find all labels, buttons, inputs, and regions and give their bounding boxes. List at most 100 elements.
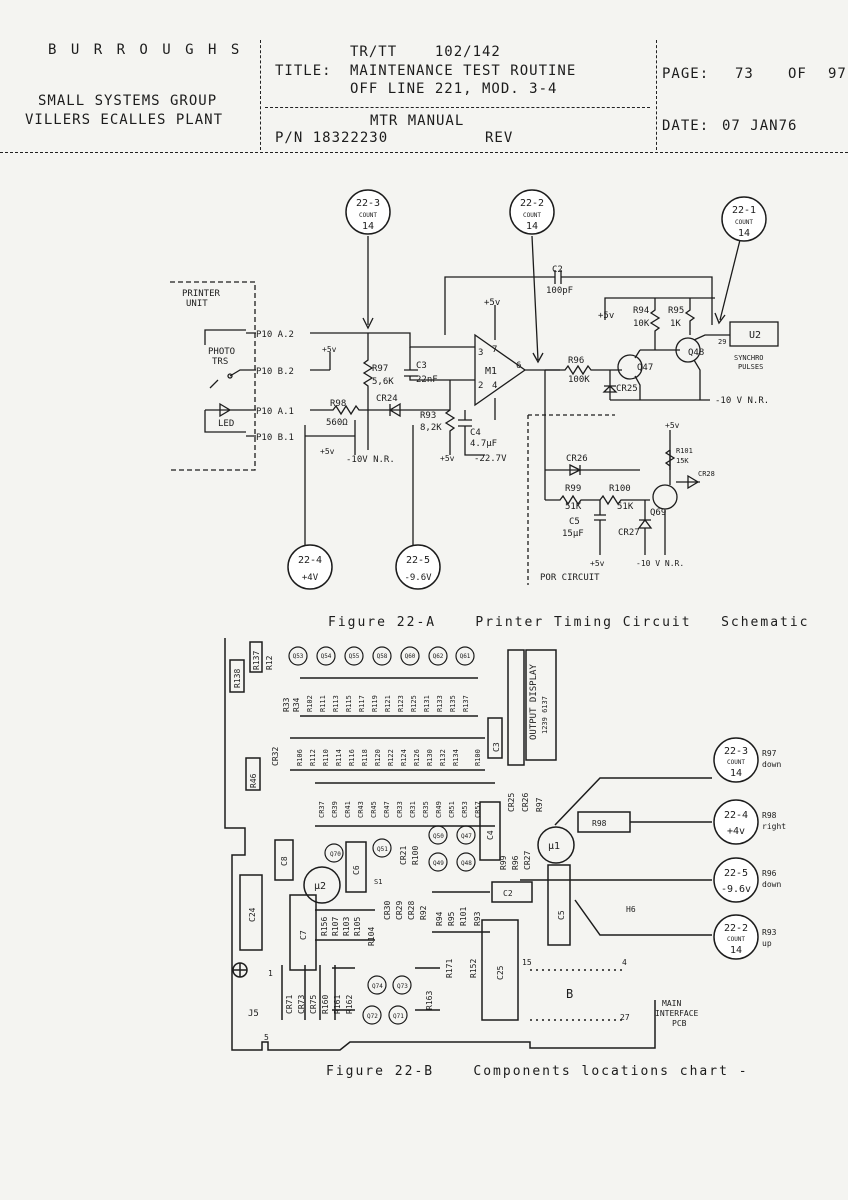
part-cr53: CR53 — [461, 801, 469, 818]
part-r135: R135 — [449, 695, 457, 712]
page-number: 73 — [735, 66, 754, 82]
c3-label: C3 — [416, 361, 427, 371]
part-c5: C5 — [557, 910, 566, 920]
part-q54: Q54 — [321, 653, 332, 660]
part-cr39: CR39 — [331, 801, 339, 818]
test-point-22-1 — [721, 196, 767, 242]
part-r96: R96 — [511, 855, 520, 870]
m1-label: M1 — [485, 366, 497, 377]
part-s1: S1 — [374, 878, 382, 886]
part-r98: R98 — [592, 819, 607, 828]
c2-label: C2 — [552, 265, 563, 275]
part-q71: Q71 — [393, 1013, 404, 1020]
tp-22-3-sub: COUNT — [359, 212, 377, 219]
plus5-photo-label: +5v — [322, 345, 337, 354]
callout-22-5-dir: down — [762, 880, 781, 889]
part-q48: Q48 — [461, 860, 472, 867]
part-cr47: CR47 — [383, 801, 391, 818]
part-r104: R104 — [367, 927, 376, 946]
j5-pin-1: 1 — [268, 969, 273, 978]
part-r27: CR26 — [521, 793, 530, 812]
plus5-r101-label: +5v — [665, 421, 680, 430]
part-r126: R126 — [413, 749, 421, 766]
c5-value: 15μF — [562, 529, 584, 539]
tp-22-1-sub: COUNT — [735, 219, 753, 226]
part-r46: R46 — [249, 773, 258, 788]
part-r94: R94 — [435, 911, 444, 926]
photo-label-2: TRS — [212, 357, 228, 367]
q47-label: Q47 — [637, 363, 653, 373]
part-cr45: CR45 — [370, 801, 378, 818]
c2-value: 100pF — [546, 286, 573, 296]
callout-22-2-val: 14 — [730, 945, 742, 956]
manual-name: MTR MANUAL — [370, 113, 465, 129]
r96-value: 100K — [568, 375, 590, 385]
m1-pin7: 7 — [492, 345, 497, 355]
part-cr30: CR30 — [383, 901, 392, 920]
part-r93: R93 — [473, 911, 482, 926]
test-point-22-5 — [395, 544, 441, 590]
part-cr75: CR75 — [309, 995, 318, 1014]
c4-value: 4.7μF — [470, 439, 497, 449]
part-r102: R102 — [306, 695, 314, 712]
callout-22-4-id: 22-4 — [724, 810, 748, 821]
components-location-labels: 22-3 COUNT 14 22-4 +4v 22-5 -9.6v 22-2 C… — [233, 651, 786, 1042]
part-r161: R161 — [333, 995, 342, 1014]
part-r137: R137 — [462, 695, 470, 712]
synchro-label-2: PULSES — [738, 363, 763, 371]
part-q49: Q49 — [433, 860, 444, 867]
callout-22-3-sub: COUNT — [727, 759, 745, 766]
part-r111: R111 — [319, 695, 327, 712]
test-point-22-2 — [509, 189, 555, 235]
figure-22b-caption: Figure 22-B Components locations chart - — [326, 1064, 749, 1079]
minus10-q69-label: -10 V N.R. — [636, 559, 684, 568]
part-r123: R123 — [397, 695, 405, 712]
part-q50: Q50 — [433, 833, 444, 840]
part-c25: C25 — [496, 965, 505, 980]
callout-22-4-ref: R98 — [762, 811, 777, 820]
header-mid-rule — [265, 107, 650, 108]
company-name: B U R R O U G H S — [48, 42, 243, 58]
part-cr35: CR35 — [422, 801, 430, 818]
part-r121: R121 — [384, 695, 392, 712]
callout-22-5-val: -9.6v — [721, 884, 751, 895]
tp-22-5-id: 22-5 — [406, 555, 430, 566]
part-r117: R117 — [358, 695, 366, 712]
part-q47: Q47 — [461, 833, 472, 840]
part-r122: R122 — [387, 749, 395, 766]
pin-p10-b2: P10 B.2 — [256, 367, 294, 377]
header-bottom-rule — [0, 152, 848, 153]
part-r152: R152 — [469, 959, 478, 978]
tp-22-1-id: 22-1 — [732, 205, 756, 216]
part-q72: Q72 — [367, 1013, 378, 1020]
title-label: TITLE: — [275, 63, 332, 79]
page-total: 97 — [828, 66, 847, 82]
part-r163: R163 — [425, 991, 434, 1010]
part-cr31: CR31 — [409, 801, 417, 818]
part-q70: Q70 — [330, 851, 341, 858]
part-r107: R107 — [331, 917, 340, 936]
minus22-label: -22.7V — [474, 454, 507, 464]
part-q62: Q62 — [433, 653, 444, 660]
part-cr51: CR51 — [448, 801, 456, 818]
callout-22-2-ref: R93 — [762, 928, 777, 937]
part-q51: Q51 — [377, 846, 388, 853]
part-r118: R118 — [361, 749, 369, 766]
part-r99: R99 — [499, 855, 508, 870]
r95-label: R95 — [668, 306, 684, 316]
part-q61: Q61 — [460, 653, 471, 660]
cr27-label: CR27 — [618, 528, 640, 538]
main-interface-label-3: PCB — [672, 1019, 687, 1028]
part-r33: R33 — [282, 697, 291, 712]
part-c2: C2 — [503, 889, 513, 898]
part-r131: R131 — [423, 695, 431, 712]
part-r124: R124 — [400, 749, 408, 766]
tp-22-3-id: 22-3 — [356, 198, 380, 209]
part-number: P/N 18322230 — [275, 130, 389, 146]
photo-label-1: PHOTO — [208, 347, 235, 357]
output-display-label: OUTPUT DISPLAY — [529, 664, 539, 740]
date-label: DATE: — [662, 118, 710, 134]
part-q55: Q55 — [349, 653, 360, 660]
date-value: 07 JAN76 — [722, 118, 798, 134]
callout-22-2-dir: up — [762, 939, 772, 948]
